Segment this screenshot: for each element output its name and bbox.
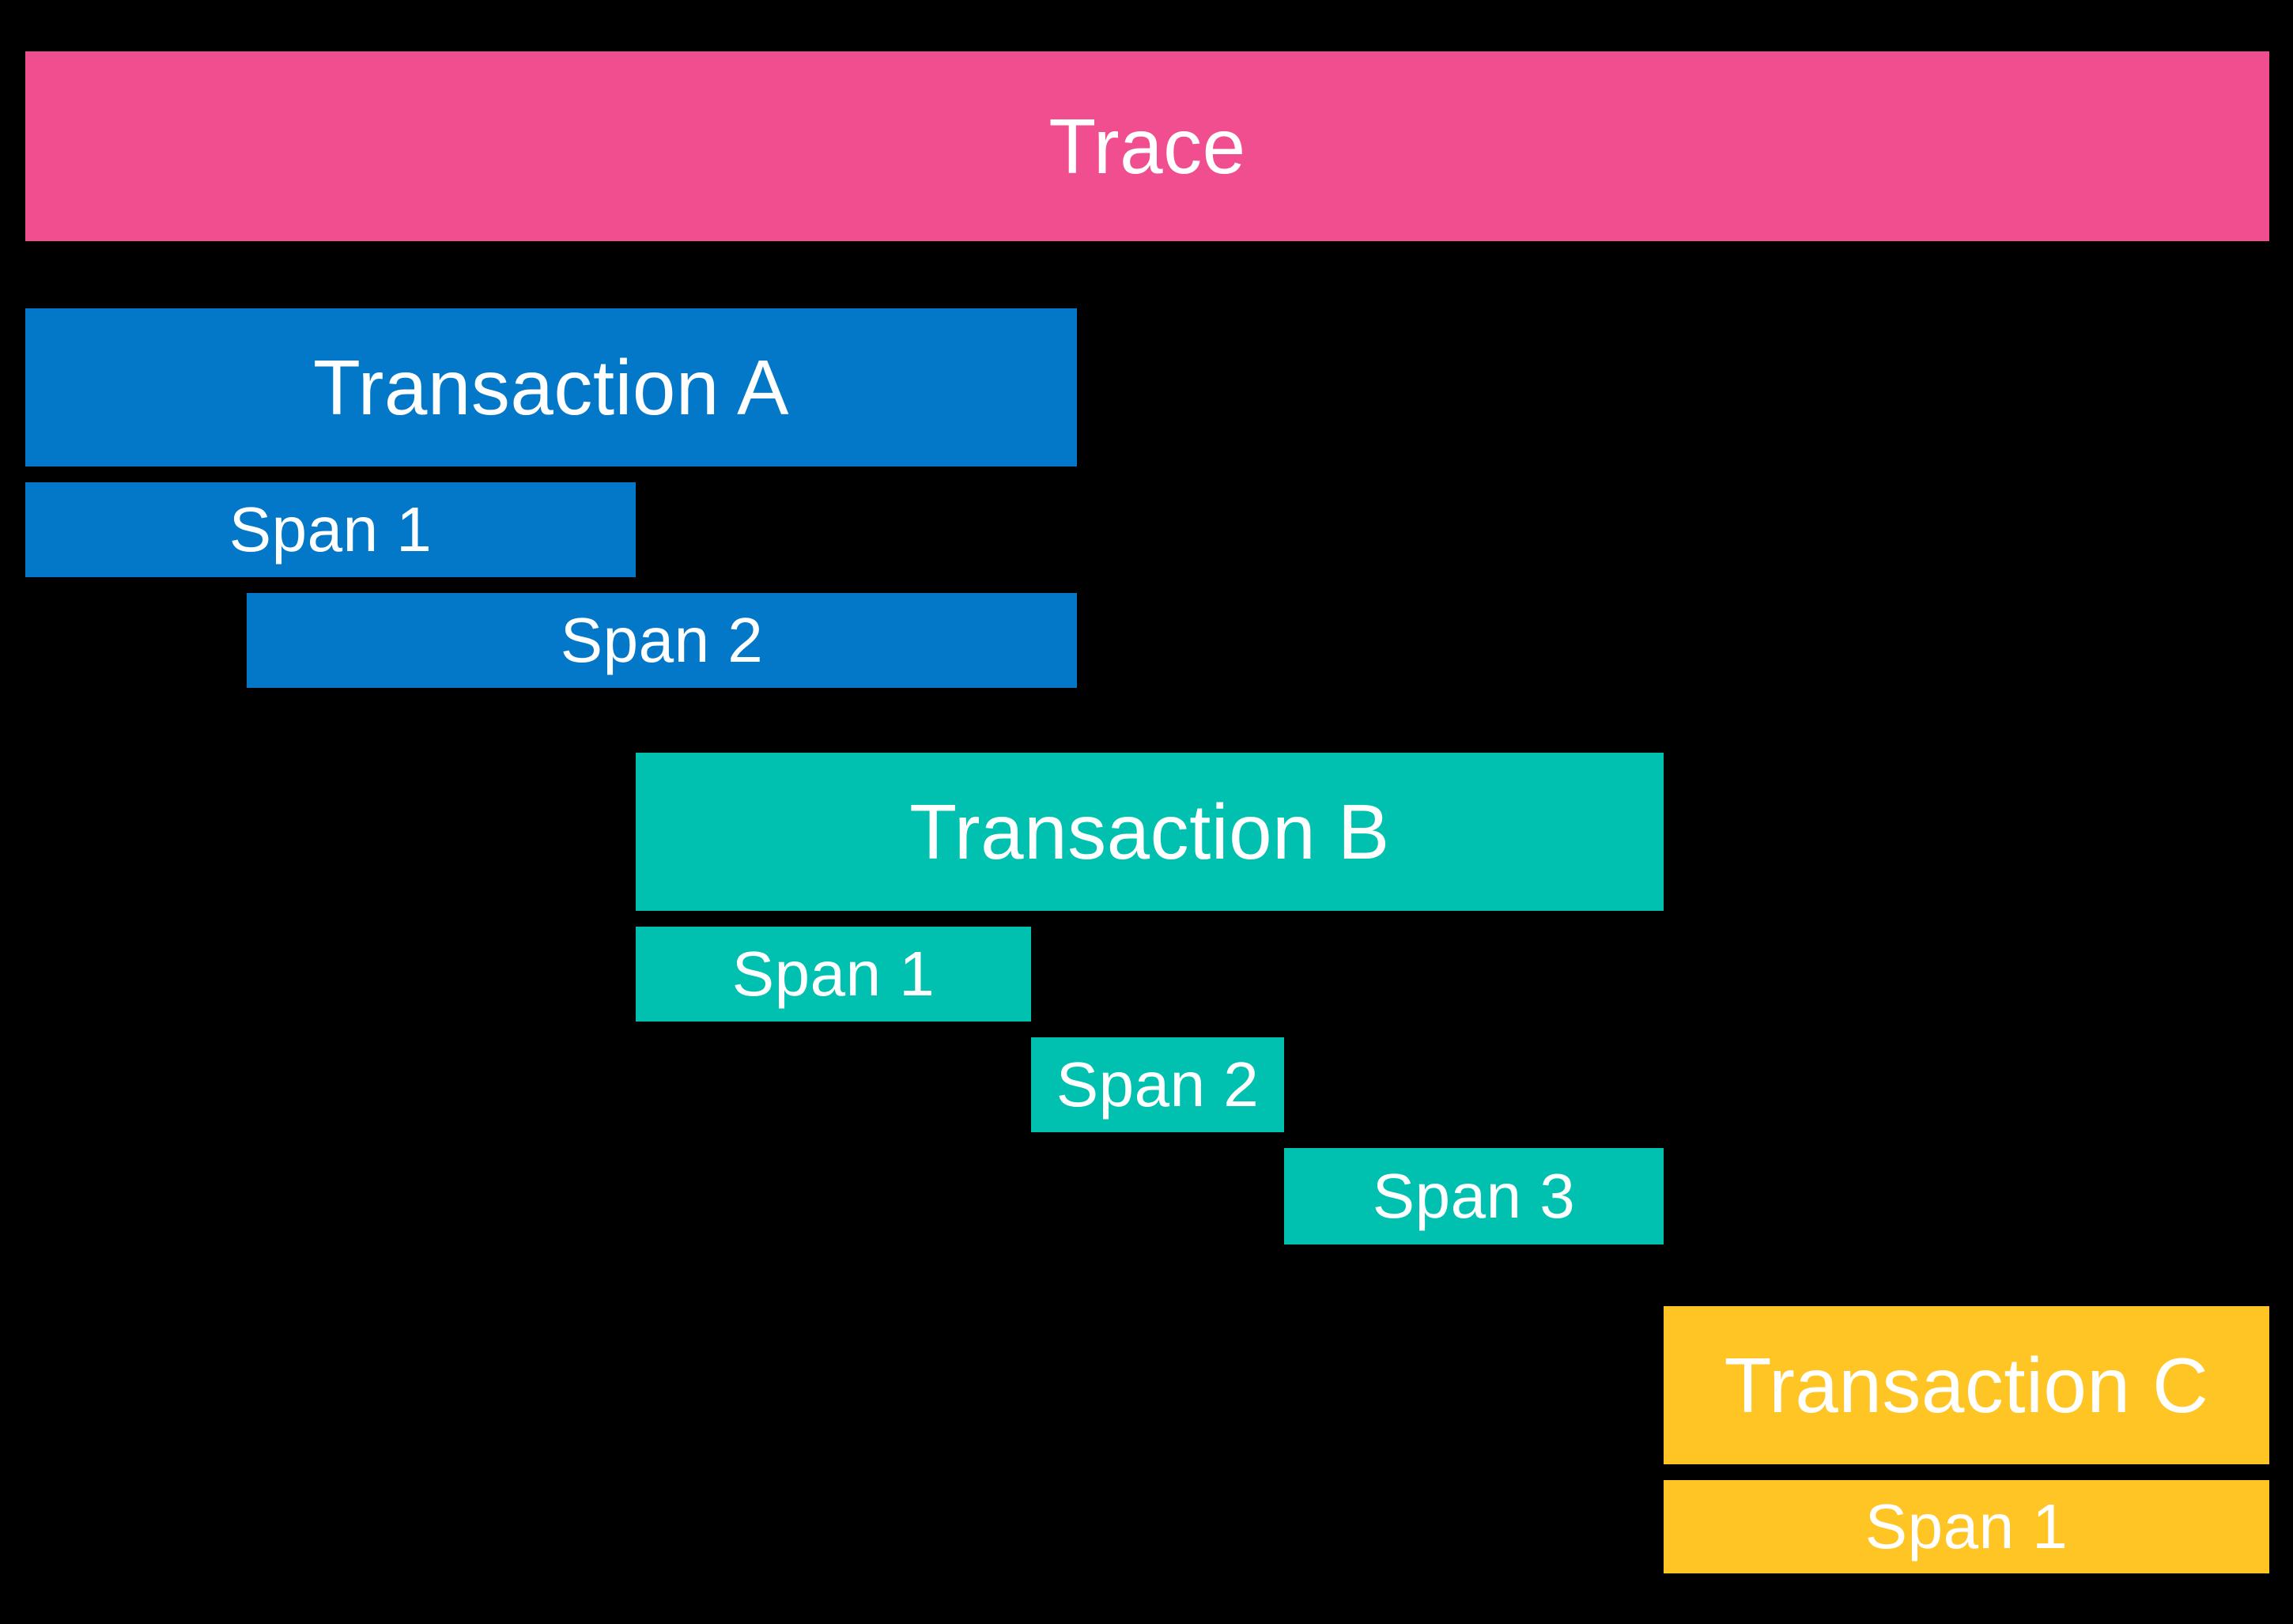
transaction-a-span-2-bar: Span 2	[247, 593, 1077, 688]
transaction-c-span-1-label: Span 1	[1864, 1491, 2068, 1562]
trace-bar: Trace	[25, 51, 2269, 241]
transaction-a-bar: Transaction A	[25, 308, 1077, 466]
transaction-b-span-1-label: Span 1	[731, 939, 935, 1009]
transaction-a-span-1-bar: Span 1	[25, 482, 636, 577]
transaction-b-span-3-bar: Span 3	[1284, 1148, 1664, 1244]
transaction-c-span-1-bar: Span 1	[1664, 1480, 2269, 1573]
transaction-c-bar: Transaction C	[1664, 1306, 2269, 1464]
transaction-b-span-2-bar: Span 2	[1031, 1037, 1284, 1132]
transaction-a-span-1-label: Span 1	[229, 494, 433, 565]
transaction-b-span-2-label: Span 2	[1056, 1049, 1260, 1120]
transaction-c-label: Transaction C	[1724, 1342, 2209, 1429]
transaction-a-span-2-label: Span 2	[560, 605, 764, 675]
transaction-b-span-3-label: Span 3	[1372, 1161, 1576, 1231]
transaction-a-label: Transaction A	[312, 344, 790, 431]
transaction-b-bar: Transaction B	[636, 753, 1664, 911]
transaction-b-label: Transaction B	[909, 788, 1390, 875]
transaction-b-span-1-bar: Span 1	[636, 927, 1031, 1022]
trace-label: Trace	[1048, 103, 1246, 190]
